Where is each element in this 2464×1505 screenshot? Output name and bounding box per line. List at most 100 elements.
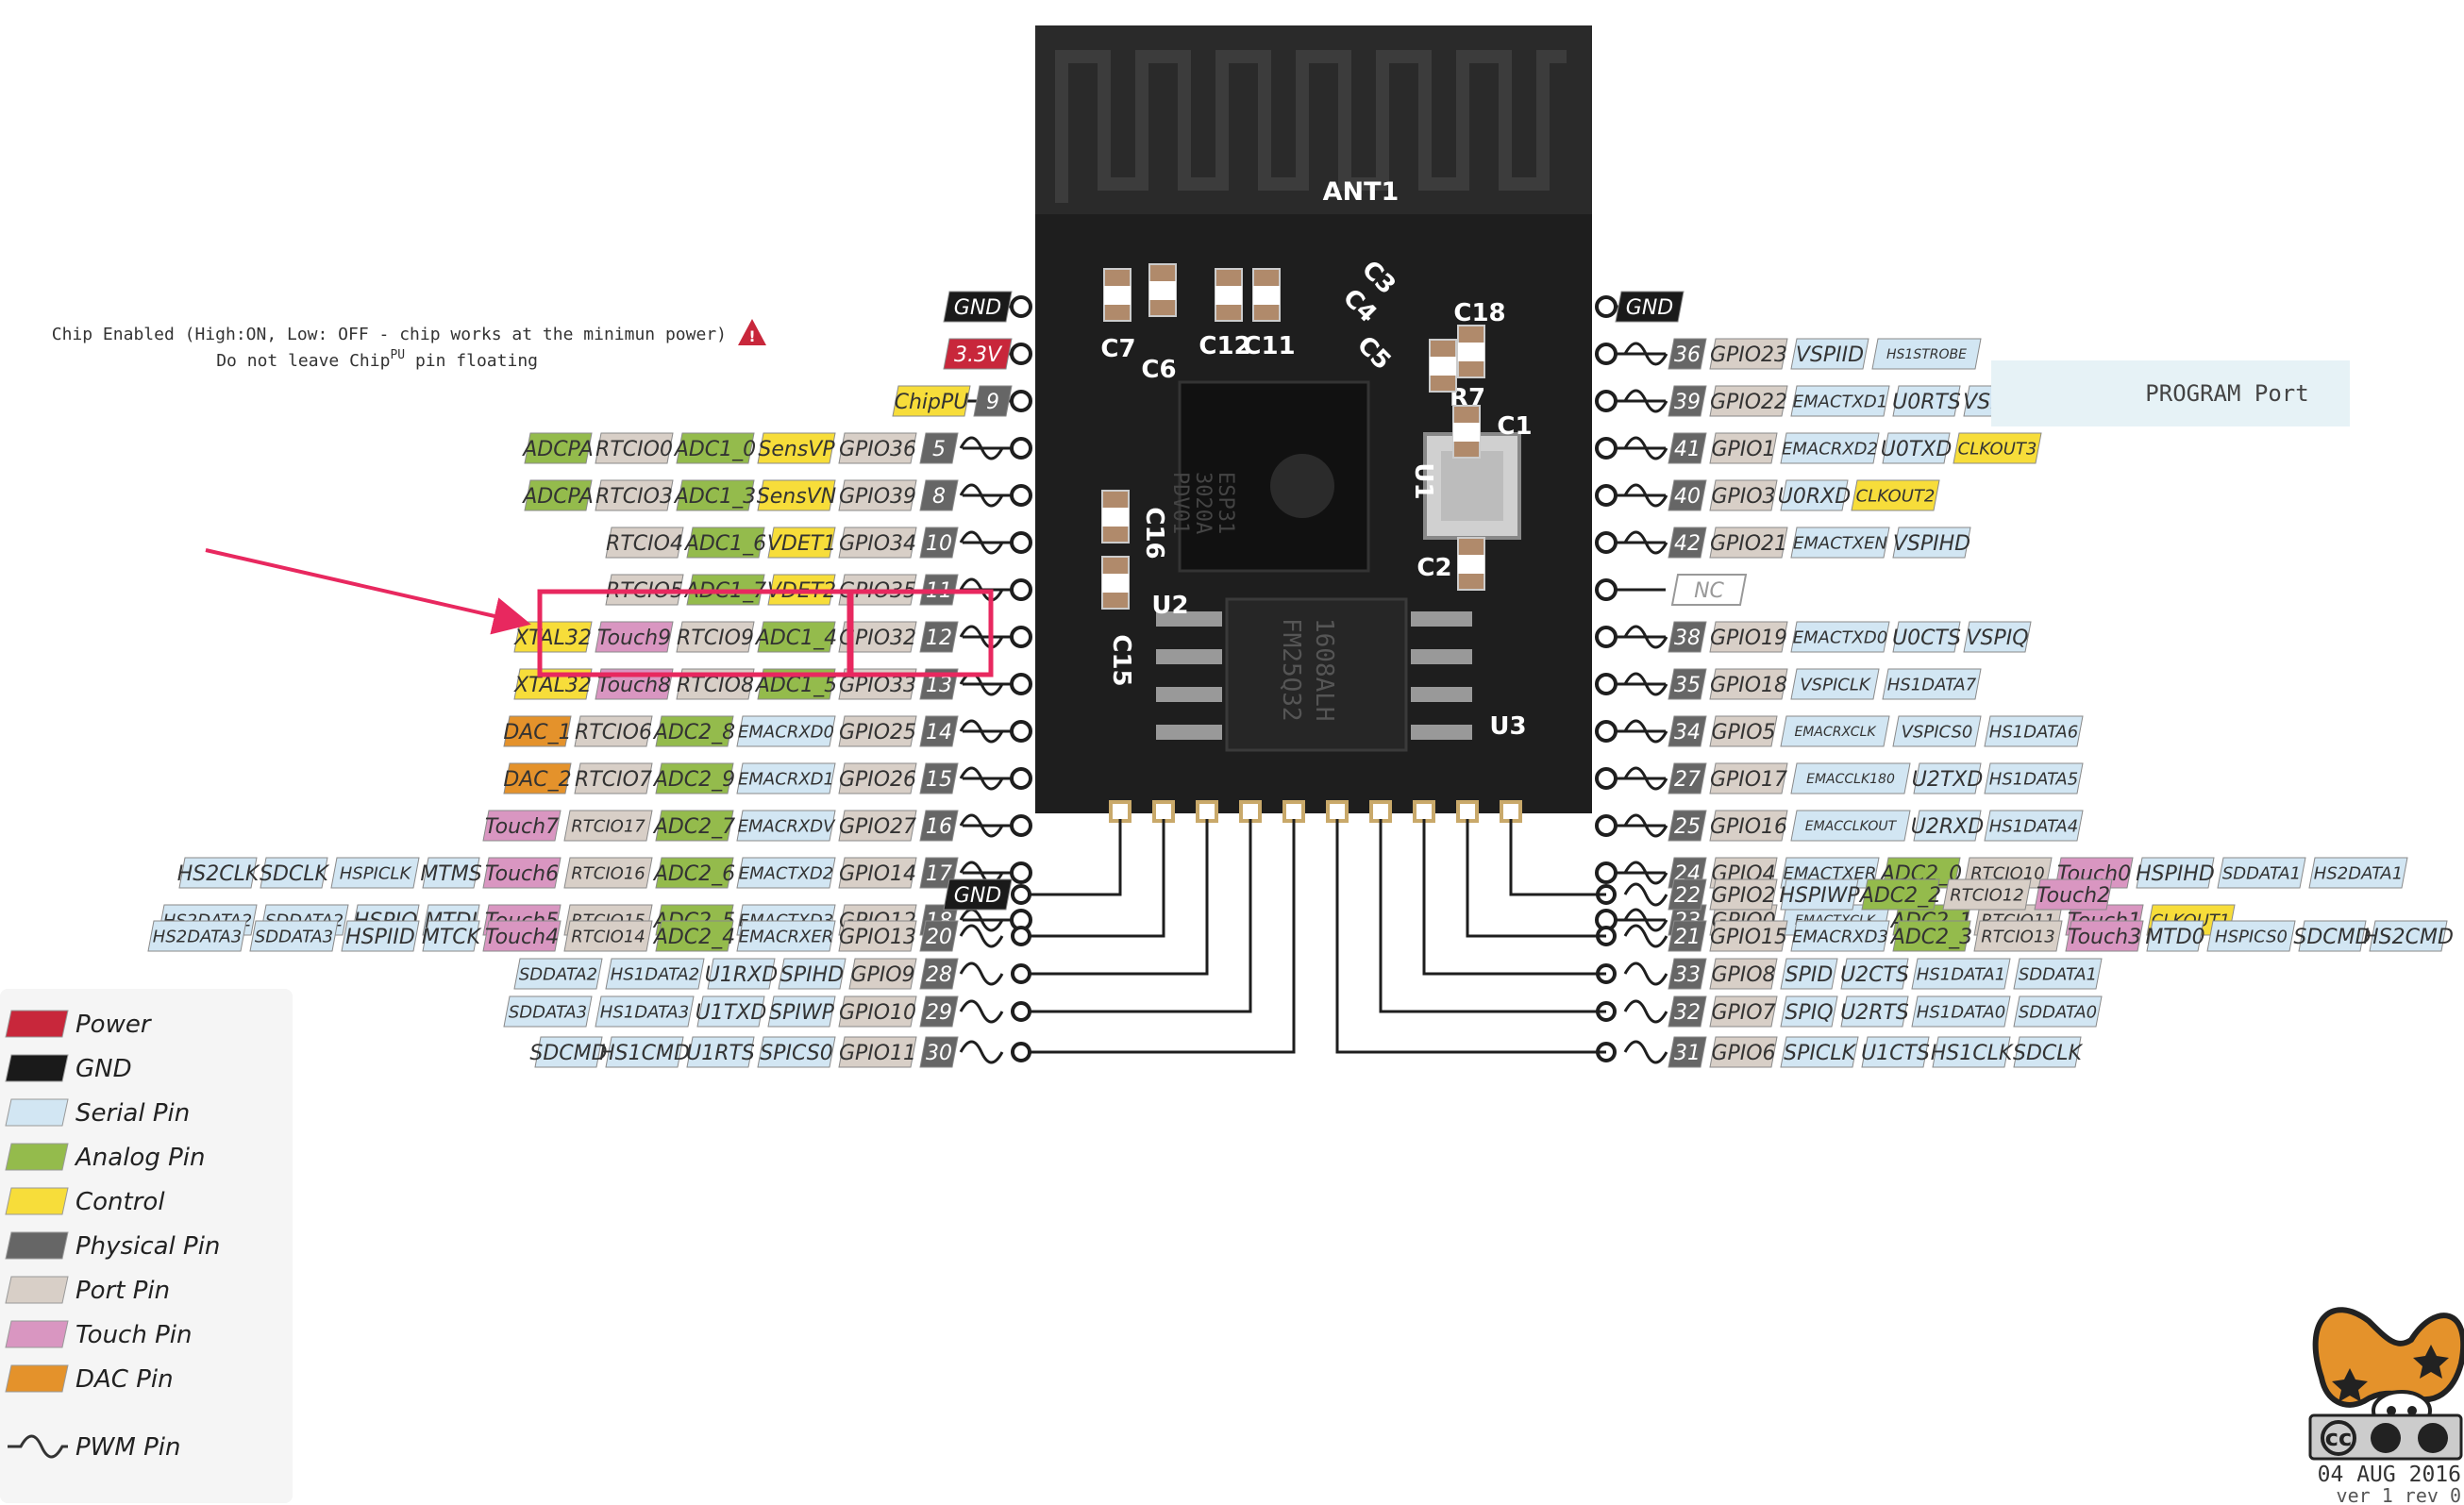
pin-label-spihd: SPIHD (778, 958, 846, 990)
pwm-icon (1623, 342, 1668, 366)
bottom-pad (1369, 800, 1392, 823)
pin-label-emacclkout: EMACCLKOUT (1790, 810, 1911, 842)
pin-label-gpio8: GPIO8 (1709, 958, 1778, 990)
pin-pad (1595, 390, 1618, 412)
pin-label-text: HS1CMD (599, 1042, 690, 1065)
pwm-icon (959, 436, 1004, 460)
pin-pad (1011, 1001, 1031, 1022)
pin-label-text: U0TXD (1881, 438, 1953, 461)
pin-label-text: SensVN (757, 485, 836, 509)
pin-pad (1010, 626, 1032, 648)
pin-label-text: 31 (1674, 1042, 1701, 1065)
pin-label-text: ADC1_6 (683, 532, 766, 556)
pin-label-text: GPIO17 (1710, 768, 1787, 792)
pin-label-text: SPICLK (1784, 1042, 1856, 1065)
legend-item-gnd: GND (5, 1054, 132, 1083)
pin-label-adcpa: ADCPA (521, 432, 594, 464)
pin-label-hspihd: HSPIHD (2136, 857, 2215, 889)
pwm-icon (1623, 999, 1668, 1024)
pin-label-text: GPIO33 (839, 674, 916, 697)
pwm-icon (959, 924, 1004, 948)
pwm-icon (1623, 908, 1668, 932)
pin-label-text: GPIO21 (1710, 532, 1787, 556)
pin-label-text: ADCPA (521, 438, 594, 461)
pin-label-vspihd: VSPIHD (1892, 527, 1971, 559)
pin-pad (1595, 720, 1618, 743)
pin-label-15: 15 (919, 762, 959, 794)
pin-label-hspics0: HSPICS0 (2206, 920, 2296, 952)
pin-label-33: 33 (1668, 958, 1707, 990)
pin-label-text: GPIO11 (839, 1042, 916, 1065)
pin-label-text: HS2CLK (177, 862, 260, 886)
pin-pad (1011, 884, 1031, 905)
bottom-pad (1326, 800, 1349, 823)
pin-label-39: 39 (1668, 385, 1707, 417)
pin-label-text: RTCIO4 (606, 532, 683, 556)
pin-label-text: GPIO13 (839, 926, 916, 949)
pin-label-adc2-4: ADC2_4 (652, 920, 735, 952)
pin-label-hs1cmd: HS1CMD (599, 1036, 690, 1068)
pin-label-text: HS1DATA3 (600, 1002, 689, 1022)
legend-swatch (5, 1054, 69, 1082)
pin-label-9: 9 (973, 385, 1013, 417)
pin-label-text: HSPIHD (2136, 862, 2215, 886)
pin-label-mtms: MTMS (420, 857, 482, 889)
pin-pad (1595, 814, 1618, 837)
component-u2: U2 (1151, 592, 1188, 620)
pin-label-text: GPIO10 (839, 1001, 916, 1025)
component-u3: U3 (1489, 712, 1526, 741)
pin-label-gpio18: GPIO18 (1709, 668, 1788, 700)
pin-label-text: VSPIID (1796, 343, 1864, 367)
pin-label-hs1data7: HS1DATA7 (1882, 668, 1982, 700)
pin-label-hs2data1: HS2DATA1 (2308, 857, 2408, 889)
pin-label-text: MTMS (420, 862, 481, 886)
pwm-icon (1623, 530, 1668, 555)
pin-label-hs1data6: HS1DATA6 (1984, 715, 2084, 747)
bottom-pad (1282, 800, 1305, 823)
bottom-pad (1456, 800, 1479, 823)
pin-label-touch2: Touch2 (2034, 878, 2113, 911)
pin-label-hspiclk: HSPICLK (330, 857, 420, 889)
pin-label-u1cts: U1CTS (1861, 1036, 1930, 1068)
pin-label-text: SDCMD (529, 1042, 607, 1065)
pin-label-text: RTCIO6 (575, 721, 652, 744)
pin-label-text: ADC1_3 (673, 485, 756, 509)
pin-label-u2cts: U2CTS (1840, 958, 1909, 990)
pin-label-text: GPIO36 (839, 438, 916, 461)
legend-swatch (5, 1320, 69, 1348)
pin-pad (1595, 484, 1618, 507)
pin-label-emactxd1: EMACTXD1 (1790, 385, 1890, 417)
component-label: C18 (1453, 299, 1505, 327)
pin-label-text: SDDATA1 (2222, 863, 2301, 883)
legend-item-port-pin: Port Pin (5, 1276, 170, 1305)
pin-label-32: 32 (1668, 995, 1707, 1028)
pin-label-hspiid: HSPIID (341, 920, 420, 952)
pwm-icon (959, 719, 1004, 744)
pin-label-sdcmd: SDCMD (529, 1036, 608, 1068)
pin-label-text: RTCIO12 (1950, 885, 2023, 905)
legend-item-dac-pin: DAC Pin (5, 1364, 174, 1394)
pin-label-text: GPIO6 (1711, 1042, 1775, 1065)
component-c1: C1 (1497, 412, 1532, 441)
pin-label-u0cts: U0CTS (1892, 621, 1961, 653)
pin-pad (1595, 673, 1618, 695)
pin-label-u1rxd: U1RXD (705, 958, 778, 990)
pin-pad (1595, 437, 1618, 460)
legend-swatch (5, 1231, 69, 1260)
pin-label-vdet1: VDET1 (767, 527, 836, 559)
pin-label-text: 17 (926, 862, 952, 886)
pin-label-40: 40 (1668, 479, 1707, 511)
pin-label-text: 42 (1674, 532, 1701, 556)
pwm-icon (959, 813, 1004, 838)
flash-text-2: 1608ALH (1310, 618, 1338, 722)
legend-label: Physical Pin (75, 1232, 220, 1261)
left-pin-gnd: GND (943, 291, 1032, 323)
pin-pad (1010, 720, 1032, 743)
pwm-icon (1623, 672, 1668, 696)
pwm-icon (1623, 389, 1668, 413)
pin-pad (1010, 484, 1032, 507)
